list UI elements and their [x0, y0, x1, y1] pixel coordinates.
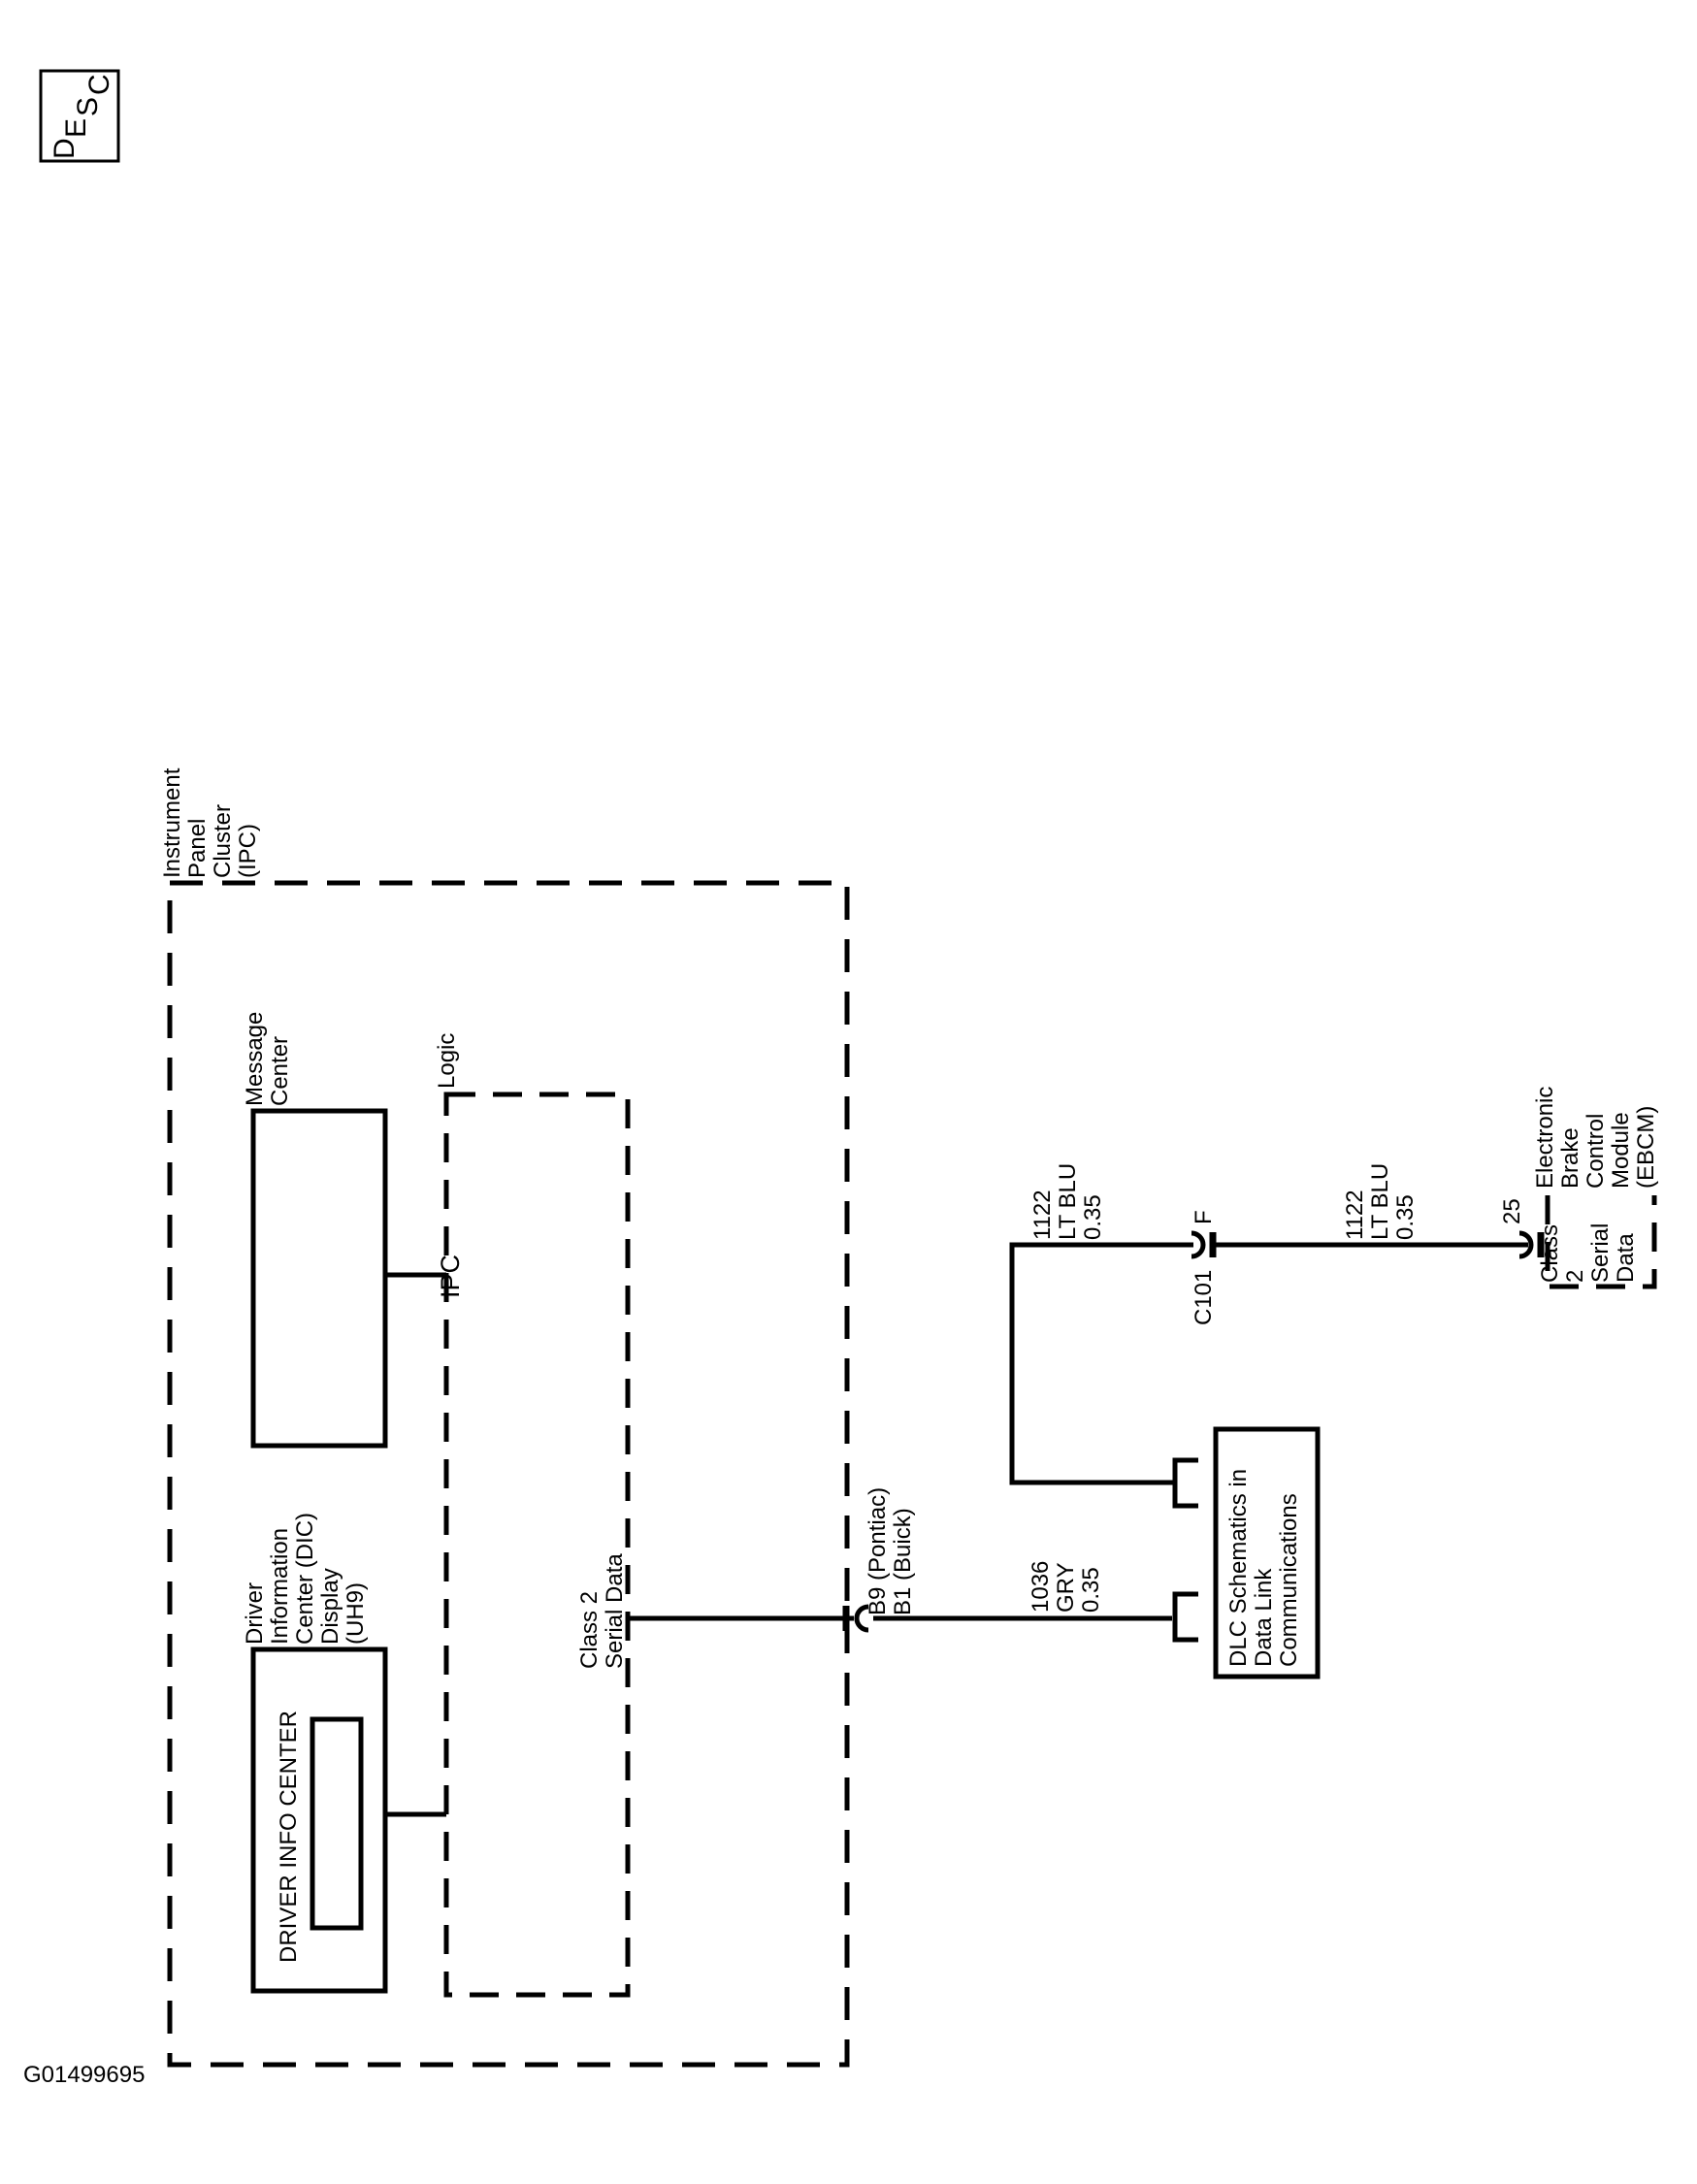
svg-text:Driver: Driver: [242, 1582, 268, 1645]
logic-boundary: [443, 1092, 631, 1998]
svg-text:Logic: Logic: [434, 1033, 460, 1089]
svg-text:GRY: GRY: [1053, 1562, 1079, 1613]
ebcm-pin-number: 25: [1499, 1198, 1525, 1224]
svg-text:(IPC): (IPC): [235, 824, 261, 878]
logic-label: Logic: [434, 1033, 460, 1089]
svg-text:Display: Display: [317, 1568, 343, 1645]
dlc-pin-ltblu: [1172, 1457, 1198, 1509]
svg-text:Electronic: Electronic: [1532, 1087, 1558, 1189]
svg-text:LT BLU: LT BLU: [1367, 1163, 1393, 1240]
svg-text:2: 2: [1562, 1270, 1588, 1283]
desc-badge: D E S C: [39, 69, 120, 163]
svg-text:Data: Data: [1613, 1233, 1639, 1283]
figure-id: G01499695: [23, 2062, 145, 2088]
svg-text:IPC: IPC: [436, 1255, 465, 1298]
ipc-boundary: [167, 880, 850, 2068]
dlc-label: DLC Schematics in Data Link Communicatio…: [1225, 1469, 1302, 1667]
dic-screen-text: DRIVER INFO CENTER: [276, 1711, 302, 1963]
svg-text:0.35: 0.35: [1080, 1194, 1106, 1240]
ebcm-connector: [1518, 1230, 1545, 1259]
svg-text:(EBCM): (EBCM): [1633, 1106, 1659, 1189]
dlc-pin-gry: [1172, 1591, 1198, 1643]
svg-text:Brake: Brake: [1557, 1127, 1583, 1189]
svg-text:Communications: Communications: [1276, 1493, 1302, 1667]
wire-1036-label: 1036 GRY 0.35: [1028, 1561, 1104, 1613]
svg-text:0.35: 0.35: [1078, 1567, 1104, 1613]
ipc-title: Instrument Panel Cluster (IPC): [159, 767, 261, 878]
svg-text:C101: C101: [1191, 1270, 1217, 1325]
ipc-connector: [842, 1604, 869, 1633]
c101-connector: [1191, 1230, 1217, 1259]
svg-text:Center (DIC): Center (DIC): [292, 1513, 318, 1645]
c101-pin: F: [1191, 1210, 1217, 1224]
svg-text:Information: Information: [267, 1528, 293, 1645]
svg-text:LT BLU: LT BLU: [1055, 1163, 1081, 1240]
svg-text:1122: 1122: [1342, 1190, 1368, 1240]
badge-letter-c: C: [83, 74, 115, 95]
svg-text:Center: Center: [267, 1036, 293, 1106]
dlc-box: [1213, 1426, 1321, 1679]
wire-1122-right-label: 1122 LT BLU 0.35: [1342, 1163, 1419, 1240]
svg-text:1122: 1122: [1029, 1190, 1056, 1240]
badge-letter-d: D: [49, 138, 81, 159]
ebcm-boundary: [1545, 1195, 1657, 1289]
ebcm-pin-label: Class 2 Serial Data: [1537, 1223, 1639, 1283]
badge-letter-s: S: [72, 97, 104, 116]
badge-letter-e: E: [60, 118, 92, 138]
svg-text:Serial: Serial: [1587, 1223, 1614, 1283]
svg-text:Serial Data: Serial Data: [602, 1553, 628, 1669]
class2-label: Class 2 Serial Data: [576, 1553, 628, 1669]
message-center-label: Message Center: [242, 1012, 293, 1106]
svg-text:0.35: 0.35: [1392, 1194, 1419, 1240]
svg-text:Instrument: Instrument: [159, 767, 185, 878]
dic-label: Driver Information Center (DIC) Display …: [242, 1513, 369, 1645]
svg-text:B9 (Pontiac): B9 (Pontiac): [865, 1487, 891, 1615]
wire-1122-left-label: 1122 LT BLU 0.35: [1029, 1163, 1106, 1240]
svg-text:(UH9): (UH9): [343, 1582, 369, 1645]
ipc-logic-label: IPC: [436, 1255, 465, 1298]
svg-text:Module: Module: [1608, 1112, 1634, 1189]
dic-box: [250, 1646, 388, 1994]
svg-text:25: 25: [1499, 1198, 1525, 1224]
svg-text:Message: Message: [242, 1012, 268, 1106]
svg-text:B1 (Buick): B1 (Buick): [890, 1508, 916, 1615]
svg-text:Class: Class: [1537, 1224, 1563, 1283]
svg-text:DLC Schematics in: DLC Schematics in: [1225, 1469, 1252, 1667]
svg-text:F: F: [1191, 1210, 1217, 1224]
dic-screen: [310, 1716, 364, 1931]
svg-text:Data Link: Data Link: [1251, 1568, 1277, 1667]
svg-text:Control: Control: [1583, 1114, 1609, 1189]
svg-text:DRIVER INFO CENTER: DRIVER INFO CENTER: [276, 1711, 302, 1963]
svg-text:Cluster: Cluster: [210, 804, 236, 878]
svg-text:1036: 1036: [1028, 1561, 1054, 1613]
ebcm-title: Electronic Brake Control Module (EBCM): [1532, 1087, 1659, 1189]
c101-name: C101: [1191, 1270, 1217, 1325]
wire-1122-ltblu-left: [1009, 1242, 1193, 1485]
ipc-connector-label: B9 (Pontiac) B1 (Buick): [865, 1487, 916, 1615]
message-center-box: [250, 1108, 388, 1449]
svg-text:Panel: Panel: [184, 819, 211, 878]
svg-text:Class 2: Class 2: [576, 1591, 603, 1669]
